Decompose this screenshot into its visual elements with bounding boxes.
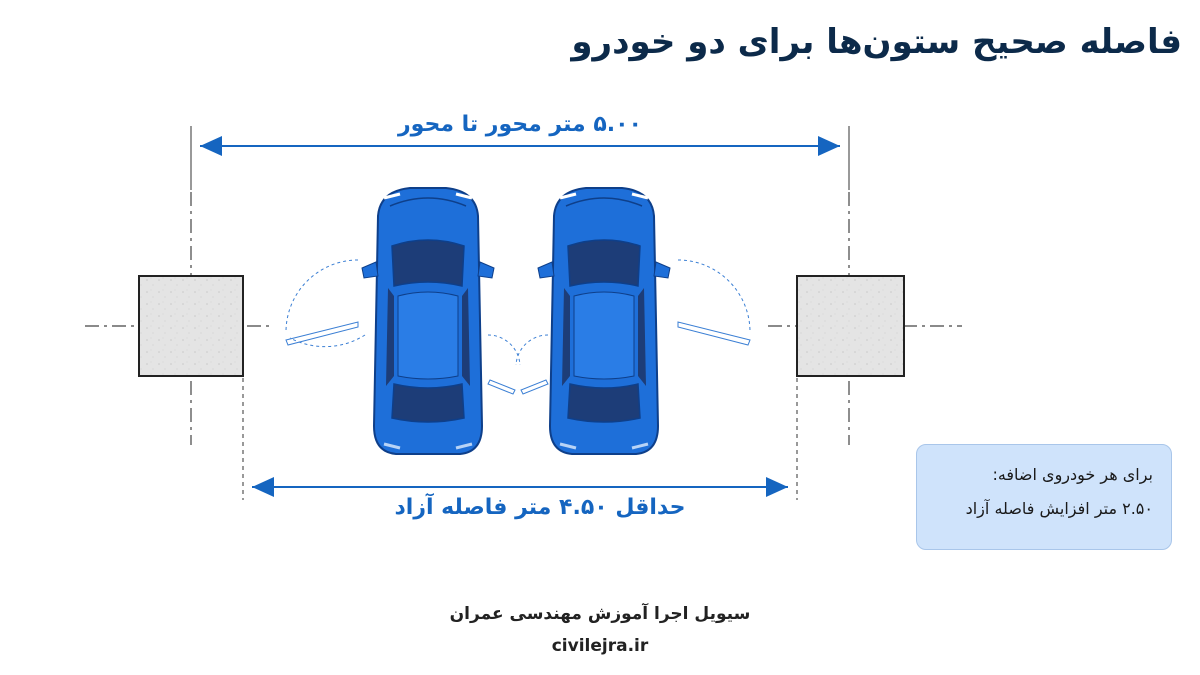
car-right <box>537 187 671 455</box>
dimension-label-axis: ۵.۰۰ متر محور تا محور <box>398 112 642 137</box>
door-open-right-front <box>677 321 751 346</box>
note-line-2: ۲.۵۰ متر افزایش فاصله آزاد <box>965 499 1153 518</box>
door-swing-left-car <box>285 259 521 395</box>
page-title: فاصله صحیح ستون‌ها برای دو خودرو <box>571 22 1182 62</box>
clear-extension-lines <box>242 378 798 500</box>
axis-extension-lines <box>190 126 850 190</box>
door-swing-right-car <box>515 259 751 395</box>
info-note-box: برای هر خودروی اضافه: ۲.۵۰ متر افزایش فا… <box>916 444 1172 550</box>
footer-organization: سیویل اجرا آموزش مهندسی عمران <box>449 604 751 624</box>
door-swing-arc-icon <box>677 259 751 333</box>
door-swing-arc-icon <box>285 259 359 333</box>
dimension-label-clear: حداقل ۴.۵۰ متر فاصله آزاد <box>394 495 686 520</box>
column-right <box>796 275 905 377</box>
door-open-left-front <box>285 321 359 346</box>
column-left <box>138 275 244 377</box>
footer-website: civilejra.ir <box>551 636 649 656</box>
note-line-1: برای هر خودروی اضافه: <box>992 465 1153 484</box>
car-left <box>361 187 495 455</box>
